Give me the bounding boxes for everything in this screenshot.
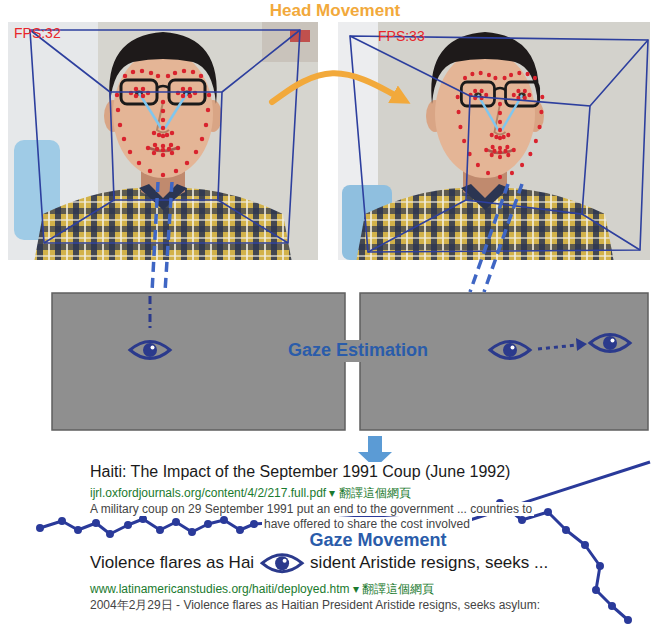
gaze-shift-arrow	[576, 338, 587, 351]
movement-arrow	[272, 73, 400, 102]
result-title: sident Aristide resigns, seeks ...	[308, 553, 550, 573]
label-holder: www.latinamericanstudies.org/haiti/deplo…	[88, 579, 436, 597]
scanpath	[40, 462, 650, 620]
fps-counter: FPS:33	[378, 28, 656, 45]
result-snippet: 2004年2月29日 - Violence flares as Haitian …	[88, 598, 542, 612]
stage-label: Gaze Estimation	[286, 340, 430, 362]
eye-icon	[130, 342, 170, 359]
head-pose-cube	[350, 36, 648, 252]
label-holder: Haiti: The Impact of the September 1991 …	[88, 462, 512, 481]
label-holder: Gaze Movement	[307, 530, 448, 552]
label-holder: Gaze Estimation	[286, 340, 430, 362]
stage-label: Gaze Movement	[307, 530, 448, 552]
photo-panel: FPS:32	[8, 22, 324, 260]
title-holder: Head Movement	[270, 1, 400, 21]
eye-icon	[490, 342, 530, 359]
fps-counter: FPS:32	[14, 25, 324, 42]
text-holder: FPS:33	[338, 22, 656, 45]
eye-icon	[262, 555, 302, 572]
result-url: ijrl.oxfordjournals.org/content/4/2/217.…	[88, 486, 413, 500]
result-title: Violence flares as Hai	[88, 553, 256, 573]
result-url: www.latinamericanstudies.org/haiti/deplo…	[88, 582, 436, 596]
webcam-photo	[8, 22, 318, 260]
text-holder: FPS:32	[8, 22, 324, 42]
result-title: Haiti: The Impact of the September 1991 …	[88, 462, 512, 481]
label-holder: sident Aristide resigns, seeks ...	[308, 553, 550, 573]
head-pose-cube	[30, 30, 300, 243]
figure-title: Head Movement	[270, 1, 400, 21]
photo-panel: FPS:33	[338, 22, 656, 260]
label-holder: Violence flares as Hai	[88, 553, 256, 573]
gaze-shift-arrow	[538, 345, 577, 349]
label-holder: ijrl.oxfordjournals.org/content/4/2/217.…	[88, 483, 413, 501]
result-snippet: A military coup on 29 September 1991 put…	[88, 502, 534, 516]
gaze-ray	[152, 182, 522, 292]
gaze-ray	[149, 296, 152, 332]
eye-icon	[590, 335, 630, 352]
label-holder: A military coup on 29 September 1991 put…	[88, 499, 534, 517]
label-holder: 2004年2月29日 - Violence flares as Haitian …	[88, 595, 542, 613]
webcam-photo	[338, 22, 650, 260]
